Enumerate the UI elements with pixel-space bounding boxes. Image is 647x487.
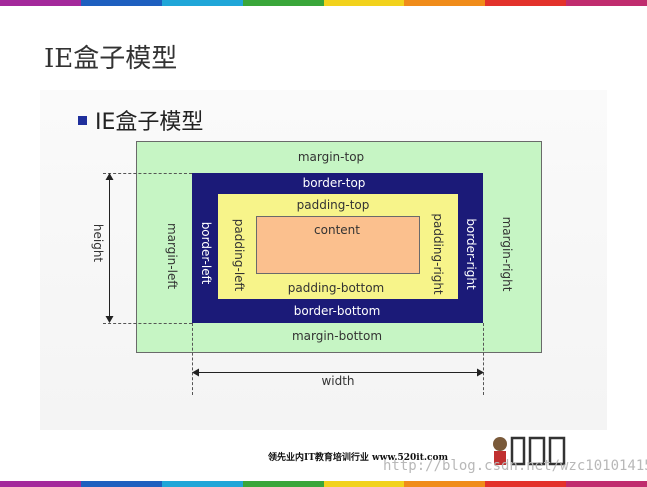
margin-top-label: margin-top [297, 150, 365, 164]
down-arrow-icon [105, 316, 114, 323]
stripe-segment [323, 0, 405, 6]
width-arrow-line [193, 372, 482, 373]
stripe-segment [485, 0, 567, 6]
right-arrow-icon [477, 368, 484, 377]
stripe-segment [161, 0, 243, 6]
width-label: width [321, 374, 355, 388]
width-arrowheads [192, 368, 484, 377]
height-arrow-line [109, 174, 110, 322]
padding-top-label: padding-top [296, 198, 370, 212]
stripe-segment [0, 481, 81, 487]
margin-bottom-label: margin-bottom [291, 329, 383, 343]
stripe-segment [80, 0, 162, 6]
brand-logo-icon [493, 436, 566, 466]
margin-left-label: margin-left [165, 222, 179, 290]
padding-left-label: padding-left [232, 218, 246, 292]
margin-right-label: margin-right [500, 216, 514, 292]
top-color-stripe [0, 0, 647, 6]
stripe-segment [161, 481, 243, 487]
height-label: height [91, 223, 105, 263]
content-area [256, 216, 420, 274]
footer-slogan: 领先业内IT教育培训行业 www.520it.com [268, 453, 449, 463]
height-top-guide [103, 173, 192, 174]
border-right-label: border-right [464, 218, 478, 290]
stripe-segment [323, 481, 405, 487]
stripe-segment [242, 481, 324, 487]
border-bottom-label: border-bottom [293, 304, 381, 318]
bottom-color-stripe [0, 481, 647, 487]
csdn-watermark: http://blog.csdn.net/wzc10101415 [383, 458, 647, 474]
width-left-guide [192, 323, 193, 395]
width-right-guide [483, 323, 484, 395]
stripe-segment [485, 481, 567, 487]
stripe-segment [566, 481, 647, 487]
stripe-segment [566, 0, 647, 6]
padding-bottom-label: padding-bottom [287, 281, 385, 295]
stripe-segment [242, 0, 324, 6]
bullet-square-icon [78, 116, 87, 125]
slide-title: IE盒子模型 [44, 44, 178, 74]
left-arrow-icon [192, 368, 199, 377]
height-bottom-guide [103, 323, 192, 324]
stripe-segment [404, 481, 486, 487]
border-top-label: border-top [302, 176, 366, 190]
padding-right-label: padding-right [431, 213, 445, 295]
content-label: content [314, 223, 360, 237]
stripe-segment [0, 0, 81, 6]
up-arrow-icon [105, 173, 114, 180]
diagram-heading: IE盒子模型 [95, 110, 204, 135]
height-arrowheads [105, 173, 114, 323]
stripe-segment [80, 481, 162, 487]
stripe-segment [404, 0, 486, 6]
border-left-label: border-left [199, 221, 213, 285]
